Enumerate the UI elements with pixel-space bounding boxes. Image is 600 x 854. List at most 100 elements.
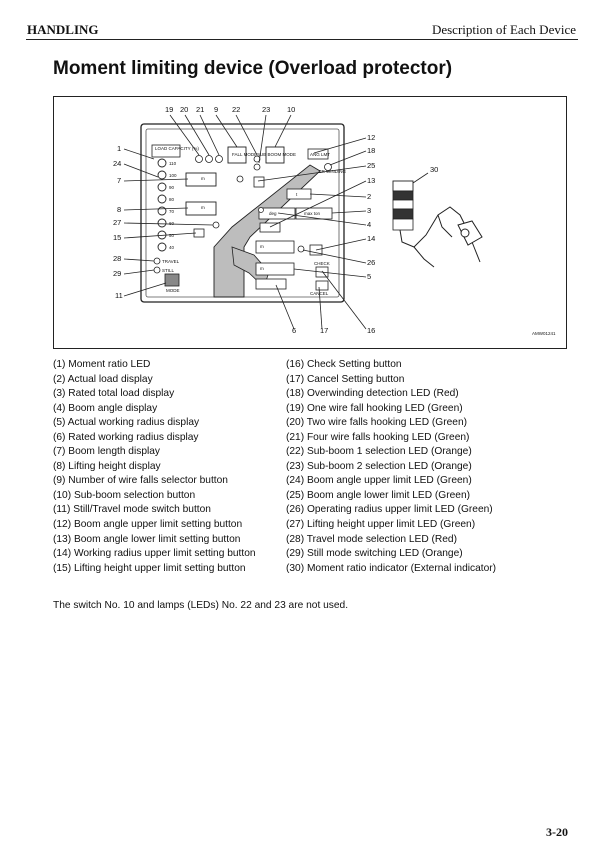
boom-angle-unit: deg xyxy=(269,211,277,216)
external-moment-indicator xyxy=(392,180,414,231)
panel-diagram: LOAD CAPACITY (%) 110 100 90 80 70 60 50… xyxy=(53,96,567,349)
callout-11: 11 xyxy=(115,291,123,300)
callout-18: 18 xyxy=(367,146,375,155)
boom-angle-display xyxy=(258,207,296,220)
lifting-height-unit: m xyxy=(201,205,205,210)
legend-item: (13) Boom angle lower limit setting butt… xyxy=(53,533,241,545)
still-led xyxy=(153,266,161,274)
callout-22: 22 xyxy=(232,105,240,114)
callout-10: 10 xyxy=(287,105,295,114)
legend-left-column: (1) Moment ratio LED (2) Actual load dis… xyxy=(53,358,256,576)
actual-load-unit: t xyxy=(296,192,298,197)
ratio-label-110: 110 xyxy=(169,161,177,166)
legend-item: (26) Operating radius upper limit LED (G… xyxy=(286,504,493,516)
boom-angle-lower-led xyxy=(258,207,264,213)
callout-15: 15 xyxy=(113,233,121,242)
callout-17: 17 xyxy=(320,326,328,335)
legend-item: (23) Sub-boom 2 selection LED (Orange) xyxy=(286,460,472,472)
legend-item: (30) Moment ratio indicator (External in… xyxy=(286,562,497,574)
two-falls-led xyxy=(205,155,213,163)
legend-item: (17) Cancel Setting button xyxy=(286,373,405,385)
radius-upper-led xyxy=(297,245,305,253)
moment-ratio-led-column: 110 100 90 80 70 60 50 40 xyxy=(157,158,177,252)
legend-item: (27) Lifting height upper limit LED (Gre… xyxy=(286,519,476,531)
panel-frame xyxy=(140,123,345,303)
ratio-led-70 xyxy=(157,206,167,216)
panel-diagram-svg: LOAD CAPACITY (%) 110 100 90 80 70 60 50… xyxy=(113,105,556,336)
crane-cab-illustration xyxy=(399,206,483,268)
ratio-label-60: 60 xyxy=(169,221,175,226)
callout-27: 27 xyxy=(113,218,121,227)
legend-right-column: (16) Check Setting button (17) Cancel Se… xyxy=(286,358,496,576)
ang-lmt-label: ANG LMT xyxy=(310,152,330,157)
legend-item: (12) Boom angle upper limit setting butt… xyxy=(53,519,243,531)
subboom2-led xyxy=(253,163,261,171)
callout-21: 21 xyxy=(196,105,204,114)
legend-item: (3) Rated total load display xyxy=(53,388,175,400)
check-label: CHECK xyxy=(314,261,330,266)
boom-angle-upper-led xyxy=(236,175,244,183)
travel-led xyxy=(153,257,161,265)
mode-switch-button[interactable] xyxy=(164,273,180,287)
legend-item: (28) Travel mode selection LED (Red) xyxy=(286,533,457,545)
legend-item: (5) Actual working radius display xyxy=(53,417,200,429)
legend-item: (19) One wire fall hooking LED (Green) xyxy=(286,402,463,414)
callout-28: 28 xyxy=(113,254,121,263)
mode-label: MODE xyxy=(166,288,180,293)
callout-30: 30 xyxy=(430,165,438,174)
callout-19: 19 xyxy=(165,105,173,114)
one-fall-led xyxy=(195,155,203,163)
callout-2: 2 xyxy=(367,192,371,201)
ratio-label-70: 70 xyxy=(169,209,175,214)
legend-item: (16) Check Setting button xyxy=(286,359,402,370)
fall-mode-label: FALL MODE xyxy=(232,152,257,157)
travel-label: TRAVEL xyxy=(162,259,180,264)
page-number: 3-20 xyxy=(546,825,568,839)
callout-3: 3 xyxy=(367,206,371,215)
callout-16: 16 xyxy=(367,326,375,335)
boom-mode-label: SUB BOOM MODE xyxy=(257,152,296,157)
callout-12: 12 xyxy=(367,133,375,142)
legend-item: (15) Lifting height upper limit setting … xyxy=(53,562,246,574)
ratio-led-40 xyxy=(157,242,167,252)
legend-item: (6) Rated working radius display xyxy=(53,431,199,443)
callout-5: 5 xyxy=(367,272,371,281)
lower-display xyxy=(255,278,287,290)
cancel-button[interactable] xyxy=(315,280,329,291)
legend-item: (4) Boom angle display xyxy=(53,402,158,414)
callout-24: 24 xyxy=(113,159,121,168)
rated-radius-unit: m xyxy=(260,266,264,271)
legend-item: (1) Moment ratio LED xyxy=(53,359,151,370)
legend-item: (7) Boom length display xyxy=(53,446,161,458)
header-chapter: Description of Each Device xyxy=(431,22,576,37)
callout-14: 14 xyxy=(367,234,375,243)
ratio-led-60 xyxy=(157,218,167,228)
callout-26: 26 xyxy=(367,258,375,267)
ratio-led-110 xyxy=(157,158,167,168)
lifting-height-upper-led xyxy=(212,221,220,229)
callout-9: 9 xyxy=(214,105,218,114)
rated-total-load-display xyxy=(295,207,333,220)
legend-item: (18) Overwinding detection LED (Red) xyxy=(286,388,459,400)
ratio-label-50: 50 xyxy=(169,233,175,238)
boom-angle-upper-set-button[interactable] xyxy=(253,176,265,188)
callout-13: 13 xyxy=(367,176,375,185)
callout-1: 1 xyxy=(117,144,121,153)
callout-23: 23 xyxy=(262,105,270,114)
callout-6: 6 xyxy=(292,326,296,335)
lifting-height-display xyxy=(185,201,217,216)
still-label: STILL xyxy=(162,268,175,273)
callout-7: 7 xyxy=(117,176,121,185)
load-capacity-box xyxy=(151,144,181,158)
note-text: The switch No. 10 and lamps (LEDs) No. 2… xyxy=(53,600,349,611)
callout-4: 4 xyxy=(367,220,371,229)
boom-angle-lower-set-button[interactable] xyxy=(259,222,281,233)
legend-item: (11) Still/Travel mode switch button xyxy=(53,504,211,516)
legend-item: (29) Still mode switching LED (Orange) xyxy=(286,548,463,560)
actual-load-display xyxy=(286,188,312,200)
legend-item: (21) Four wire falls hooking LED (Green) xyxy=(286,431,470,443)
callout-8: 8 xyxy=(117,205,121,214)
callout-numbers: 19 20 21 9 22 23 10 12 18 25 13 2 3 4 14… xyxy=(113,105,438,335)
callout-25: 25 xyxy=(367,161,375,170)
ang-lmt-box xyxy=(307,148,329,160)
